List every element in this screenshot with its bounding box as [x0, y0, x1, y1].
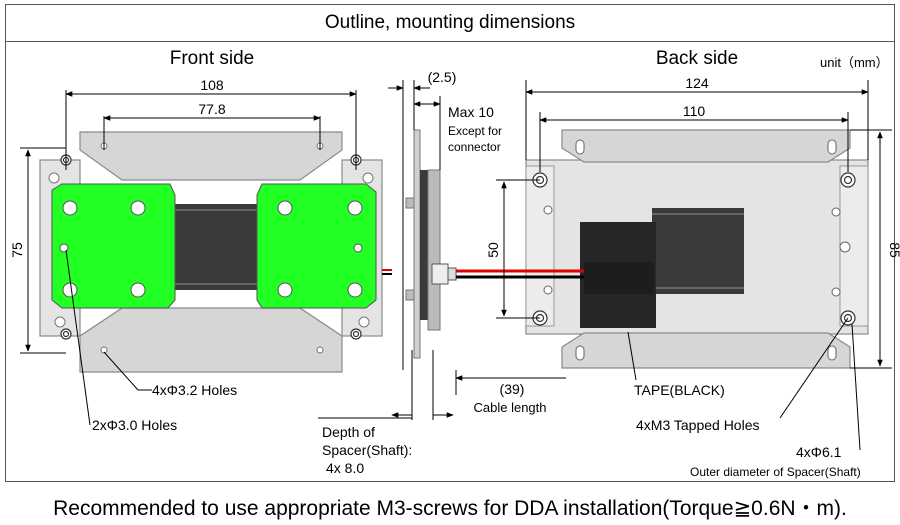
front-holes-32-label: 4xΦ3.2 Holes [152, 382, 237, 398]
side-cable-label: Cable length [474, 400, 547, 415]
side-spacer-line2: Spacer(Shaft): [322, 442, 412, 458]
front-hole [62, 200, 78, 216]
front-hole-small [353, 243, 363, 253]
front-dim-outer-width: 108 [200, 77, 224, 93]
front-mount-plate-bottom [79, 307, 343, 373]
front-hole-small [59, 243, 69, 253]
bracket-hole [48, 172, 60, 184]
side-max-label: Max 10 [448, 104, 494, 120]
front-motor [168, 204, 262, 290]
front-hole [277, 200, 293, 216]
front-hole [130, 282, 146, 298]
side-except-line1: Except for [448, 124, 502, 138]
bracket-hole [358, 316, 370, 328]
back-dim-outer-height: 85 [887, 242, 900, 258]
drawing-frame: Outline, mounting dimensions [5, 4, 895, 482]
plate-hole [316, 346, 324, 354]
side-pcb [420, 170, 428, 320]
back-plate-bottom [561, 332, 851, 369]
side-dim-offset: (2.5) [428, 69, 457, 85]
back-plate-top [561, 129, 851, 163]
bracket-hole [362, 172, 374, 184]
front-mount-plate-top [79, 131, 343, 181]
front-dim-inner-width: 77.8 [198, 101, 225, 117]
plate-hole [100, 346, 108, 354]
back-view: Back side unit（mm） 124 110 50 85 TAPE(BL… [456, 48, 900, 479]
back-side-heading: Back side [656, 48, 738, 69]
front-green-pad-left [51, 183, 176, 309]
side-spacer-line1: Depth of [322, 424, 375, 440]
drawing-title: Outline, mounting dimensions [6, 5, 894, 42]
spacer-diameter-note: Outer diameter of Spacer(Shaft) [690, 465, 861, 479]
installation-note: Recommended to use appropriate M3-screws… [53, 497, 847, 520]
front-hole [347, 200, 363, 216]
back-dim-inner-width: 110 [683, 103, 706, 119]
bracket-hole [54, 316, 66, 328]
tapped-holes-label: 4xM3 Tapped Holes [636, 417, 759, 433]
side-plate [413, 129, 421, 359]
tape-label: TAPE(BLACK) [634, 382, 725, 398]
side-connector [431, 263, 449, 285]
front-hole [277, 282, 293, 298]
back-dim-outer-width: 124 [685, 75, 709, 91]
front-hole [62, 282, 78, 298]
spacer-diameter-label: 4xΦ6.1 [796, 444, 842, 460]
front-view: 108 77.8 75 Front side 4xΦ3.2 Holes 2xΦ3… [9, 48, 392, 433]
front-side-heading: Front side [170, 48, 254, 69]
front-hole [130, 200, 146, 216]
side-cable-dim: (39) [500, 381, 525, 397]
back-motor [652, 208, 744, 294]
side-view: (2.5) Max 10 Except for connector (39) C… [318, 69, 566, 476]
back-dim-hole-height: 50 [485, 242, 501, 258]
side-except-line2: connector [448, 140, 501, 154]
front-dim-height: 75 [9, 242, 25, 258]
front-hole [347, 282, 363, 298]
side-spacer-line3: 4x 8.0 [326, 460, 364, 476]
side-body [427, 169, 441, 331]
unit-label: unit（mm） [820, 55, 889, 70]
front-holes-30-label: 2xΦ3.0 Holes [92, 417, 177, 433]
